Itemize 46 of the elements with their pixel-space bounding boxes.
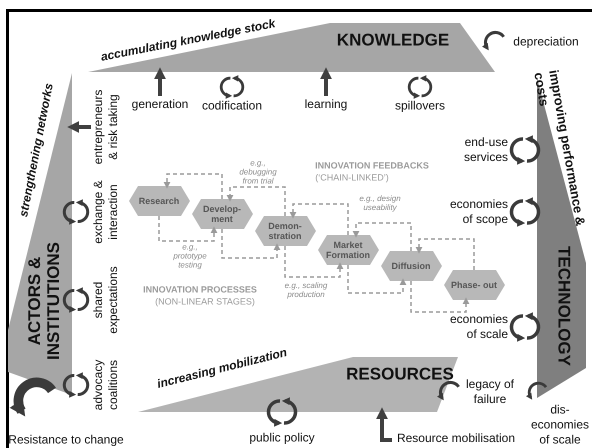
node-label: generation (128, 96, 192, 112)
dashed-arrow (164, 173, 223, 199)
stage-hexagon: Phase- out (444, 270, 504, 300)
text-label: depreciation (512, 34, 580, 50)
stage-hexagon: Research (128, 186, 190, 216)
dashed-arrow (290, 203, 349, 235)
text-label: legacy of failure (464, 377, 516, 407)
text-label: shared expectations (91, 265, 121, 336)
text-label: exchange & interaction (91, 179, 121, 246)
text-label: spillovers (394, 98, 446, 114)
dashed-arrow (410, 281, 470, 313)
node-label: learning (301, 96, 351, 112)
dashed-arrow (347, 265, 406, 294)
text-label: dis-economies of scale (530, 402, 590, 448)
text-label: advocacy coalitions (91, 358, 121, 412)
arrow (154, 67, 166, 96)
text-label: INNOVATION PROCESSES (142, 284, 258, 296)
arrow (376, 407, 392, 442)
stage-hexagon: Demon- stration (254, 216, 316, 246)
arrow (320, 67, 332, 96)
band-title: RESOURCES (345, 364, 455, 384)
node-label: Resource mobilisation (392, 430, 520, 446)
dashed-arrow (416, 238, 475, 270)
text-label: (NON-LINEAR STAGES) (154, 296, 256, 308)
dashed-arrow (352, 222, 412, 251)
text-label: (‘CHAIN-LINKED’) (314, 172, 390, 184)
band-title: KNOWLEDGE (336, 30, 450, 50)
text-label: end-use services (462, 135, 508, 165)
text-label: codification (200, 98, 264, 114)
stage-hexagon: Diffusion (380, 251, 442, 281)
wedge-band (8, 73, 72, 395)
dashed-arrow (221, 229, 280, 259)
dashed-arrow (284, 246, 344, 278)
text-label: Resistance to change (7, 432, 125, 448)
dashed-arrow (226, 186, 286, 216)
text-label: public policy (248, 430, 316, 446)
band-title: ACTORS & INSTITUTIONS (25, 240, 63, 362)
stage-hexagon: Market Formation (318, 235, 378, 265)
band-title: TECHNOLOGY (554, 245, 574, 368)
stage-hexagon: Develop- ment (192, 199, 252, 229)
dashed-arrow (158, 216, 218, 242)
text-label: economies of scale (448, 312, 508, 342)
text-label: INNOVATION FEEDBACKS (314, 160, 430, 172)
text-label: economies of scope (448, 197, 508, 227)
arrow (67, 121, 91, 133)
node-label: entrepreneurs & risk taking (91, 86, 121, 168)
